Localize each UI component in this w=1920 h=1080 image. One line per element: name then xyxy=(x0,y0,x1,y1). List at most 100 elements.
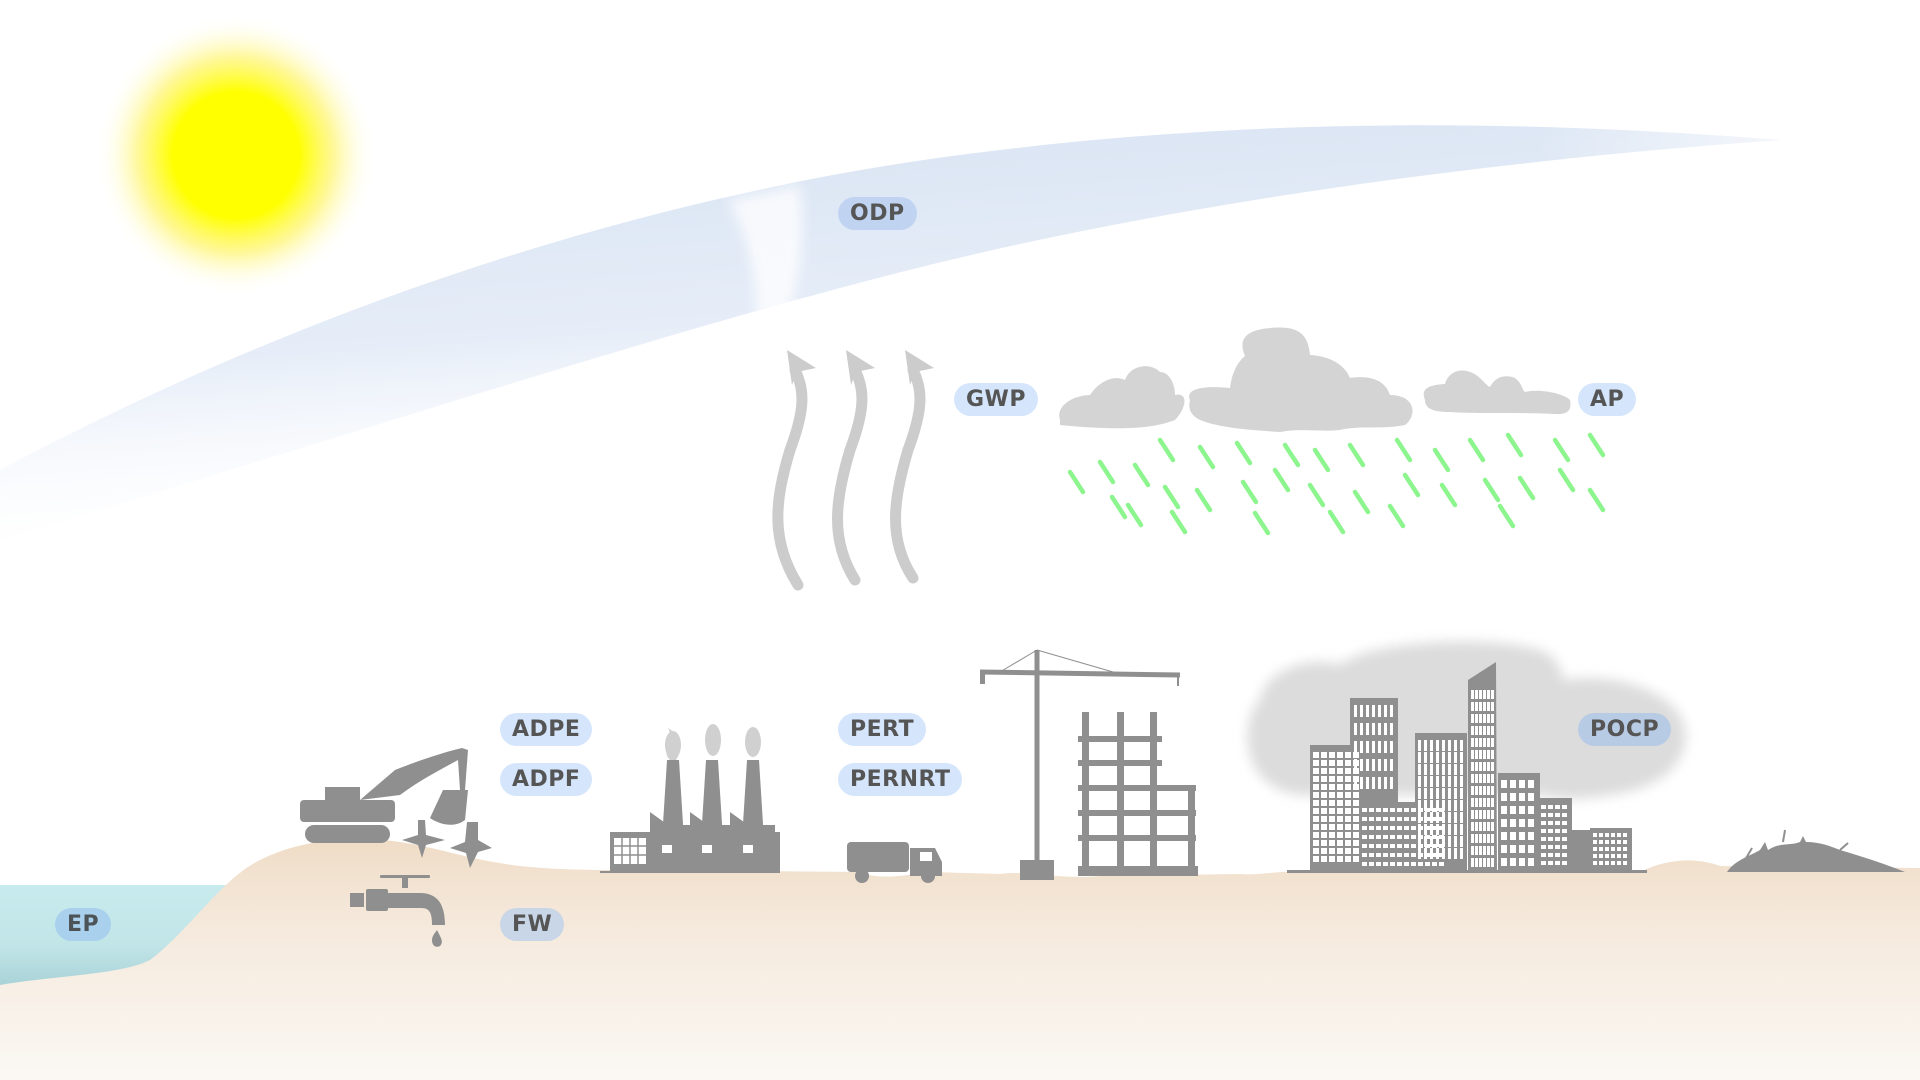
building-window xyxy=(1593,833,1597,837)
building-window xyxy=(1491,690,1494,699)
building-window xyxy=(1436,740,1439,751)
acid-rain-drop xyxy=(1157,437,1176,463)
building-window xyxy=(1353,840,1359,846)
building-window xyxy=(1418,817,1423,821)
building-window xyxy=(1562,829,1567,833)
building-window xyxy=(1360,705,1363,717)
building-window xyxy=(1483,822,1486,831)
building-window xyxy=(1471,738,1474,747)
building-window xyxy=(1337,832,1343,838)
building-window xyxy=(1353,800,1359,806)
building-window xyxy=(1329,776,1335,782)
building-window xyxy=(1454,812,1457,823)
building-window xyxy=(1460,788,1463,799)
building-window xyxy=(1418,740,1421,751)
building-window xyxy=(1479,690,1482,699)
building-window xyxy=(1424,800,1427,811)
building-window xyxy=(1337,776,1343,782)
building-window xyxy=(1501,819,1507,827)
acid-rain-drop xyxy=(1132,462,1151,488)
acid-rain-drop xyxy=(1347,442,1366,468)
building-window xyxy=(1436,800,1439,811)
building-window xyxy=(1390,835,1395,839)
building-window xyxy=(1448,824,1451,835)
building-window xyxy=(1313,784,1319,790)
building-window xyxy=(1430,776,1433,787)
building-window xyxy=(1411,844,1416,848)
building-window xyxy=(1479,738,1482,747)
building-window xyxy=(1487,810,1490,819)
building-window xyxy=(1384,723,1387,735)
building-window xyxy=(1425,844,1430,848)
building-window xyxy=(1411,826,1416,830)
building-window xyxy=(1404,826,1409,830)
building-window xyxy=(1345,792,1351,798)
building-window xyxy=(1448,740,1451,751)
building-window xyxy=(1337,752,1343,758)
building-window xyxy=(1448,812,1451,823)
acid-rain-drop xyxy=(1394,437,1413,463)
building-window xyxy=(1562,837,1567,841)
building-window xyxy=(1471,726,1474,735)
building-window xyxy=(1623,854,1627,858)
building-window xyxy=(1471,702,1474,711)
building-window xyxy=(1384,777,1387,789)
building-window xyxy=(1510,819,1516,827)
acid-rain-drop xyxy=(1587,432,1606,458)
building-window xyxy=(1432,853,1437,857)
building-window xyxy=(1390,826,1395,830)
building-window xyxy=(1404,844,1409,848)
acid-rain-drop xyxy=(1557,467,1576,493)
building-window xyxy=(1611,854,1615,858)
building-window xyxy=(1345,840,1351,846)
acid-rain-drop xyxy=(1067,469,1086,495)
building-window xyxy=(1383,862,1388,866)
building-window xyxy=(1362,826,1367,830)
acid-rain-drop xyxy=(1234,440,1253,466)
building-window xyxy=(1541,837,1546,841)
building-window xyxy=(1479,786,1482,795)
building-window xyxy=(1418,853,1423,857)
building-window xyxy=(1460,752,1463,763)
building-window xyxy=(1436,752,1439,763)
building-window xyxy=(1483,786,1486,795)
building-window xyxy=(1483,714,1486,723)
building-window xyxy=(1390,808,1395,812)
building-window xyxy=(1471,714,1474,723)
building-window xyxy=(1390,844,1395,848)
building-window xyxy=(1617,833,1621,837)
building-window xyxy=(1439,844,1444,848)
building-window xyxy=(1360,723,1363,735)
building-window xyxy=(1548,805,1553,809)
building-window xyxy=(1345,808,1351,814)
building-window xyxy=(1345,760,1351,766)
building-window xyxy=(1383,835,1388,839)
building-window xyxy=(1436,824,1439,835)
building-window xyxy=(1418,836,1421,847)
building-window xyxy=(1337,760,1343,766)
label-pernrt: PERNRT xyxy=(838,763,963,796)
building-window xyxy=(1418,788,1421,799)
building-window xyxy=(1430,812,1433,823)
building-window xyxy=(1345,752,1351,758)
building-window xyxy=(1353,792,1359,798)
building-window xyxy=(1623,840,1627,844)
acid-rain-drop xyxy=(1097,459,1116,485)
building-window xyxy=(1372,777,1375,789)
building-window xyxy=(1362,808,1367,812)
acid-rain-drop xyxy=(1587,487,1606,513)
building-window xyxy=(1425,808,1430,812)
building-window xyxy=(1425,853,1430,857)
building-window xyxy=(1337,800,1343,806)
building-window xyxy=(1397,835,1402,839)
building-window xyxy=(1321,760,1327,766)
building-window xyxy=(1430,848,1433,859)
building-window xyxy=(1425,826,1430,830)
building-window xyxy=(1353,832,1359,838)
building-window xyxy=(1541,845,1546,849)
building-window xyxy=(1555,853,1560,857)
building-window xyxy=(1448,800,1451,811)
building-window xyxy=(1360,777,1363,789)
building-window xyxy=(1460,848,1463,859)
